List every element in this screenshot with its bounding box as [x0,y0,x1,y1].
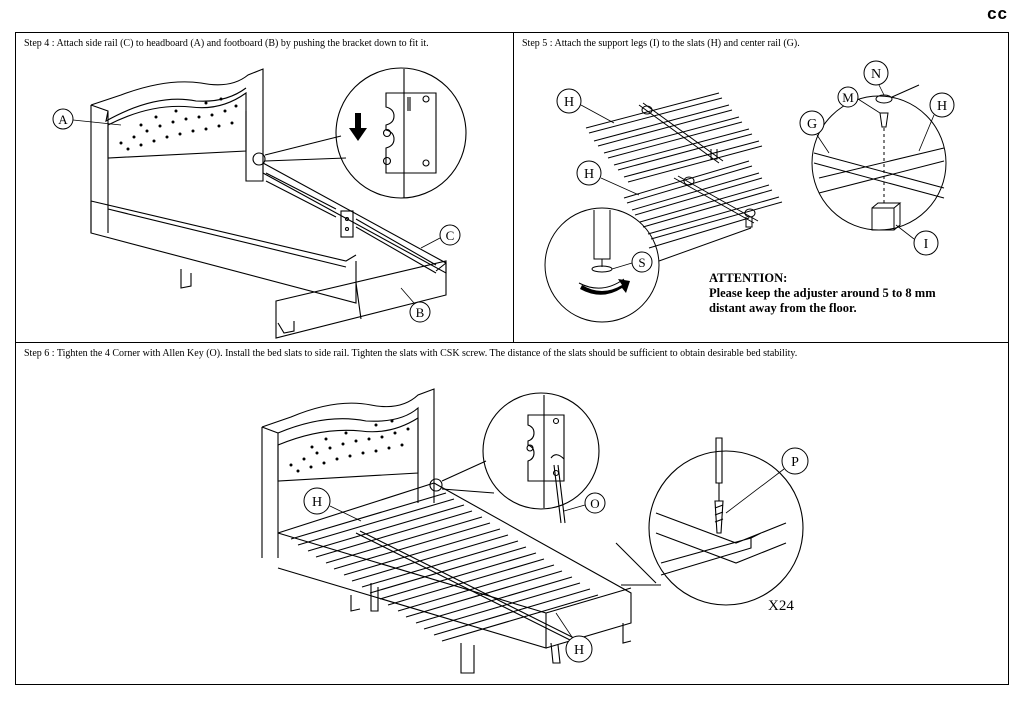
corner-magnifier [482,392,600,510]
screw-magnifier [648,450,804,606]
headboard-panel [107,91,247,159]
label-b: B [409,301,431,323]
step-6-panel: Step 6 : Tighten the 4 Corner with Allen… [15,342,1009,685]
rotation-arrow [580,279,630,295]
slat-set-upper [585,92,763,183]
label-h-lower: H [565,635,593,663]
bed-foot [350,595,632,674]
svg-text:H: H [574,643,584,658]
label-h-upper: H [556,88,582,114]
allen-key [553,464,566,524]
left-rail [90,200,357,304]
footboard [275,260,447,339]
svg-text:H: H [564,95,574,110]
svg-text:A: A [58,112,68,127]
label-s: S [631,251,653,273]
step-5-panel: Step 5 : Attach the support legs (I) to … [513,32,1009,343]
adjuster-magnifier [544,207,660,323]
step-6-caption: Step 6 : Tighten the 4 Corner with Allen… [24,348,798,359]
screw-quantity: X24 [768,598,794,614]
bed-frame [277,482,632,649]
push-down-arrow [349,113,367,141]
svg-text:H: H [584,167,594,182]
bed-slats [290,492,599,644]
step-6-illustration: H H O P X24 [261,388,809,674]
attention-title: ATTENTION: [709,271,788,285]
svg-text:O: O [590,496,599,511]
step-5-illustration: H H G M N H I [544,60,955,323]
svg-text:H: H [312,495,322,510]
label-i: I [913,230,939,256]
label-h-upper: H [303,487,331,515]
slat-set-lower [623,160,783,240]
step-4-caption: Step 4 : Attach side rail (C) to headboa… [24,38,429,49]
svg-text:H: H [937,99,947,114]
label-a: A [52,108,74,130]
headboard [261,388,435,558]
svg-text:I: I [924,237,929,252]
attention-line-1: Please keep the adjuster around 5 to 8 m… [709,286,936,300]
label-n: N [863,60,889,86]
headboard [90,68,264,233]
label-h-lower: H [576,160,602,186]
leg-magnifier [811,95,947,231]
detail-magnifier [335,67,467,199]
label-c: C [439,224,461,246]
svg-text:S: S [638,255,645,270]
step-4-illustration: A C B [52,67,467,339]
attention-line-2: distant away from the floor. [709,301,857,315]
bed-foot [180,269,295,334]
svg-text:N: N [871,67,881,82]
label-g: G [799,110,825,136]
svg-text:B: B [416,305,425,320]
attention-note: ATTENTION: Please keep the adjuster arou… [709,271,936,316]
label-p: P [781,447,809,475]
svg-text:G: G [807,117,817,132]
label-h-detail: H [929,92,955,118]
svg-text:M: M [842,90,854,105]
label-m: M [837,86,859,108]
step-4-panel: Step 4 : Attach side rail (C) to headboa… [15,32,514,343]
brand-badge: cc [987,4,1008,23]
svg-text:C: C [446,228,455,243]
label-o: O [584,492,606,514]
step-5-caption: Step 5 : Attach the support legs (I) to … [522,38,800,49]
svg-text:P: P [791,455,799,470]
